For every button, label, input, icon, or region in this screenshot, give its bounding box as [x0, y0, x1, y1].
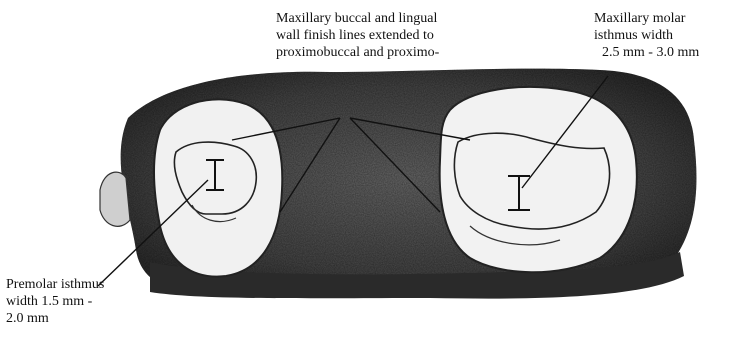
premolar-isthmus-width-label: Premolar isthmus width 1.5 mm - 2.0 mm — [6, 276, 104, 327]
label-line: 2.5 mm - 3.0 mm — [594, 44, 699, 61]
label-line: Maxillary molar — [594, 10, 699, 27]
premolar-tooth — [154, 99, 282, 276]
label-line: isthmus width — [594, 27, 699, 44]
label-line: Maxillary buccal and lingual — [276, 10, 439, 27]
label-line: wall finish lines extended to — [276, 27, 439, 44]
molar-tooth — [440, 87, 637, 272]
label-line: proximobuccal and proximo- — [276, 44, 439, 61]
label-line: Premolar isthmus — [6, 276, 104, 293]
buccal-lingual-finish-line-label: Maxillary buccal and lingual wall finish… — [276, 10, 439, 61]
label-line: 2.0 mm — [6, 310, 104, 327]
molar-isthmus-width-label: Maxillary molar isthmus width 2.5 mm - 3… — [594, 10, 699, 61]
label-line: width 1.5 mm - — [6, 293, 104, 310]
